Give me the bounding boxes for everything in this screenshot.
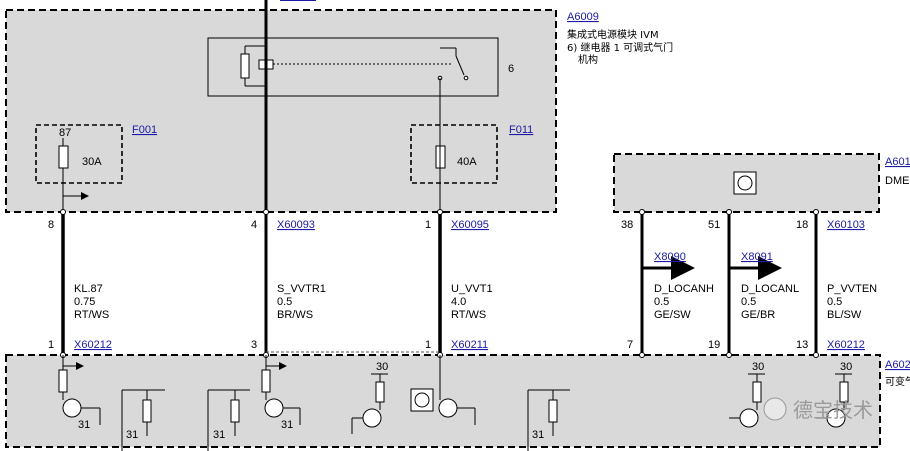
ground-label-1: 31	[78, 419, 90, 431]
wire-d-locanh-signal: D_LOCANH	[654, 283, 714, 295]
wire-s-vvtr1-size: 0.5	[277, 296, 292, 308]
connector-x60103[interactable]: X60103	[827, 219, 865, 231]
wire-d-locanl-bottom-pin: 19	[708, 339, 720, 351]
connector-x60212-right[interactable]: X60212	[827, 339, 865, 351]
relay-pin-label: 6	[508, 63, 514, 75]
fuse-f011-rating: 40A	[457, 156, 477, 168]
wire-p-vvten-signal: P_VVTEN	[827, 283, 877, 295]
supply-stage-1	[351, 373, 388, 434]
supply-stage-3	[816, 373, 852, 428]
supply-label-2: 30	[752, 361, 764, 373]
watermark-text: 德宝技术	[793, 398, 873, 422]
wire-s-vvtr1-signal: S_VVTR1	[277, 283, 326, 295]
fuse-f001-icon	[58, 145, 69, 169]
connector-x60095[interactable]: X60095	[451, 219, 489, 231]
wire-u-vvt1-signal: U_VVT1	[451, 283, 493, 295]
connector-x60212-left[interactable]: X60212	[74, 339, 112, 351]
ivm-module-id[interactable]: A6009	[567, 11, 599, 23]
actuator-control-icon	[410, 388, 434, 412]
supply-stage-2	[729, 373, 765, 428]
wire-d-locanl-size: 0.5	[741, 296, 756, 308]
actuator-control-symbol	[414, 392, 430, 408]
wire-s-vvtr1-top-pin: 4	[251, 219, 257, 231]
wire-s-vvtr1-bottom-pin: 3	[251, 339, 257, 351]
wire-kl87-signal: KL.87	[74, 283, 103, 295]
wire-u-vvt1-size: 4.0	[451, 296, 466, 308]
wire-d-locanh-bottom-pin: 7	[627, 339, 633, 351]
supply-label-3: 30	[840, 361, 852, 373]
relay-box	[207, 37, 499, 97]
ivm-module-note: 6) 继电器 1 可调式气门	[567, 41, 673, 54]
relay-contact-node-2	[463, 75, 469, 81]
resistor-stage-1	[121, 389, 165, 451]
dme-control-unit-symbol	[737, 175, 753, 191]
ground-label-2: 31	[126, 429, 138, 441]
wire-p-vvten-top-pin: 18	[796, 219, 808, 231]
transistor-stage-2	[261, 355, 301, 425]
wire-u-vvt1-color: RT/WS	[451, 309, 486, 321]
transistor-stage-3	[438, 355, 476, 425]
fuse-f001-rating: 30A	[82, 156, 102, 168]
dme-module-label: DME	[885, 175, 909, 187]
supply-label-1: 30	[376, 361, 388, 373]
wire-d-locanl-signal: D_LOCANL	[741, 283, 799, 295]
wire-p-vvten-color: BL/SW	[827, 309, 862, 321]
lower-module-id[interactable]: A602	[885, 359, 910, 371]
wire-d-locanh-size: 0.5	[654, 296, 669, 308]
wire-kl87-top-pin: 8	[48, 219, 54, 231]
dme-control-unit-icon	[733, 171, 757, 195]
wire-d-locanh-color: GE/SW	[654, 309, 691, 321]
wire-d-locanh-top-pin: 38	[621, 219, 633, 231]
watermark-logo-icon	[763, 397, 787, 421]
connector-x60093[interactable]: X60093	[277, 219, 315, 231]
wire-d-locanl-color: GE/BR	[741, 309, 775, 321]
fuse-f011-box	[410, 124, 498, 184]
ivm-module-title: 集成式电源模块 IVM	[567, 28, 659, 41]
wire-u-vvt1-top-pin: 1	[425, 219, 431, 231]
wire-u-vvt1-bottom-pin: 1	[425, 339, 431, 351]
fuse-f011-ref[interactable]: F011	[509, 124, 533, 136]
connector-x8090[interactable]: X8090	[654, 251, 686, 263]
lower-module-label: 可变气	[885, 375, 910, 388]
ground-label-3: 31	[213, 429, 225, 441]
wire-d-locanl-top-pin: 51	[708, 219, 720, 231]
ivm-module-note-2: 机构	[578, 53, 598, 66]
relay-coil-icon	[240, 53, 250, 79]
fuse-f001-box	[35, 124, 123, 184]
fuse-f001-ref[interactable]: F001	[132, 124, 157, 136]
wire-kl87-bottom-pin: 1	[48, 339, 54, 351]
connector-x60211[interactable]: X60211	[451, 339, 488, 351]
relay-contact-arm	[455, 55, 465, 76]
ground-label-4: 31	[281, 419, 293, 431]
wire-p-vvten-bottom-pin: 13	[796, 339, 808, 351]
connector-x8091[interactable]: X8091	[741, 251, 773, 263]
resistor-stage-3	[527, 389, 570, 451]
wire-p-vvten-size: 0.5	[827, 296, 842, 308]
ivm-module-box	[5, 9, 557, 213]
wire-kl87-size: 0.75	[74, 296, 95, 308]
transistor-stage-1	[58, 355, 101, 425]
resistor-stage-2	[207, 389, 250, 451]
wire-kl87-color: RT/WS	[74, 309, 109, 321]
ground-label-5: 31	[532, 429, 544, 441]
dme-module-id[interactable]: A601	[885, 156, 910, 168]
wire-s-vvtr1-color: BR/WS	[277, 309, 313, 321]
fuse-f001-pin: 87	[59, 127, 71, 139]
pin-nodes	[60, 209, 819, 358]
